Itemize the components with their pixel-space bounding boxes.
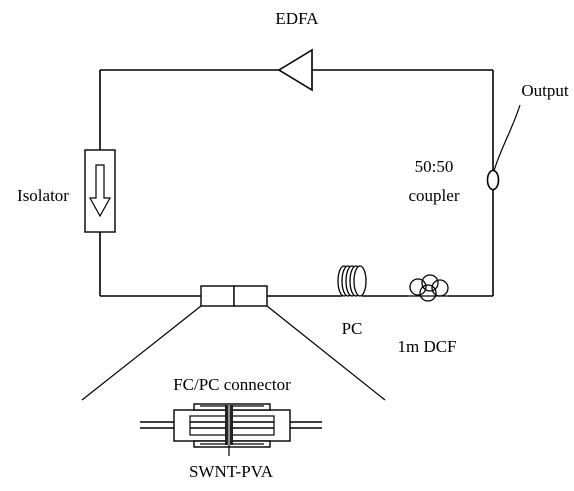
dcf-label: 1m DCF	[397, 337, 456, 356]
fiber-ring	[99, 69, 494, 297]
coupler-ratio-label: 50:50	[415, 157, 454, 176]
connector-detail	[140, 403, 322, 456]
connector-label: FC/PC connector	[173, 375, 291, 394]
polarization-controller	[337, 265, 367, 297]
isolator	[84, 149, 116, 233]
isolator-label: Isolator	[17, 186, 69, 205]
edfa-label: EDFA	[275, 9, 319, 28]
pc-label: PC	[342, 319, 363, 338]
zoom-lines	[81, 305, 386, 401]
output-coupler	[486, 104, 521, 191]
coupler-label: coupler	[409, 186, 460, 205]
absorber-label: SWNT-PVA	[189, 462, 274, 481]
output-label: Output	[521, 81, 569, 100]
edfa-amplifier	[277, 48, 313, 92]
dcf-coil	[408, 274, 449, 302]
fc-pc-connector	[200, 285, 268, 307]
